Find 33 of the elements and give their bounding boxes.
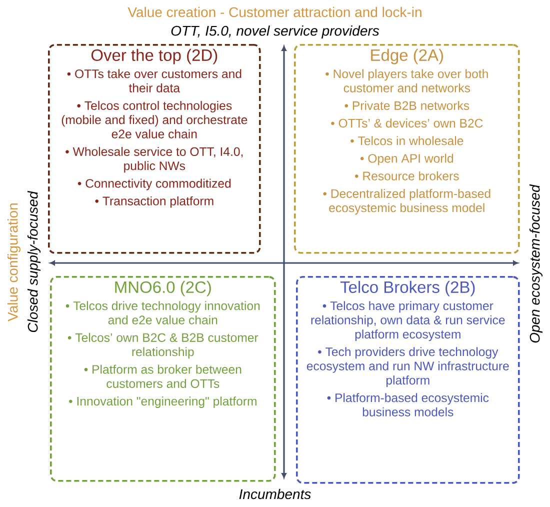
axis-label: Value creation - Customer attraction and lock-in bbox=[128, 6, 422, 18]
bullet-text: • Wholesale service to OTT, I4.0, public NWs bbox=[66, 146, 243, 173]
bullet-text: • Connectivity commoditized bbox=[78, 178, 231, 190]
quadrant-box bbox=[50, 276, 276, 482]
bullet-text: • Open API world bbox=[360, 154, 453, 166]
bullet-text: • Telcos’ own B2C & B2B customer relationship bbox=[68, 332, 258, 359]
bullet-text: • Private B2B networks bbox=[344, 100, 470, 110]
quadrant-box bbox=[48, 44, 261, 254]
bullet-text: • Transaction platform bbox=[95, 196, 214, 208]
bullet-text: • Telcos drive technology innovation and e2e value chain bbox=[66, 301, 260, 324]
quadrant-heading: Over the top (2D) bbox=[91, 48, 218, 64]
quadrant-heading: Edge (2A) bbox=[371, 48, 443, 64]
quadrant-box bbox=[296, 276, 520, 484]
bullet-text: • Innovation "engineering" platform bbox=[69, 396, 256, 408]
bullet-text: • Platform-based ecosystemic business models bbox=[327, 393, 489, 416]
quadrant-box bbox=[294, 44, 520, 254]
bullet-text: • OTTs take over customers and their data bbox=[67, 69, 242, 92]
quadrant-heading: MNO6.0 (2C) bbox=[115, 280, 211, 296]
bullet-text: • Novel players take over both customer and networks bbox=[326, 69, 488, 92]
axis-label: OTT, I5.0, novel service providers bbox=[171, 25, 380, 39]
axis-label: Open ecosystem-focused bbox=[529, 184, 543, 343]
axis-label: Closed supply-focused bbox=[27, 190, 41, 332]
bullet-text: • Platform as broker between customers and OTTs bbox=[84, 364, 242, 388]
bullet-text: • Resource brokers bbox=[354, 171, 459, 180]
bullet-text: • Decentralized platform-based ecosystemic business model bbox=[323, 188, 490, 215]
quadrant-heading: Telco Brokers (2B) bbox=[340, 280, 475, 296]
bullet-text: • Telcos control technologies (mobile and fixed) and orchestrate e2e value chain bbox=[62, 100, 248, 138]
bullet-text: • OTTs’ & devices’ own B2C bbox=[331, 118, 483, 128]
axis-label: Incumbents bbox=[239, 488, 311, 500]
bullet-text: • Tech providers drive technology ecosystem and run NW infrastructure platform bbox=[306, 347, 509, 387]
bullet-text: • Telcos in wholesale bbox=[350, 136, 464, 146]
bullet-text: • Telcos have primary customer relationship, own data & run service platform ecosystem bbox=[311, 301, 505, 341]
axis-label: Value configuration bbox=[7, 204, 21, 322]
